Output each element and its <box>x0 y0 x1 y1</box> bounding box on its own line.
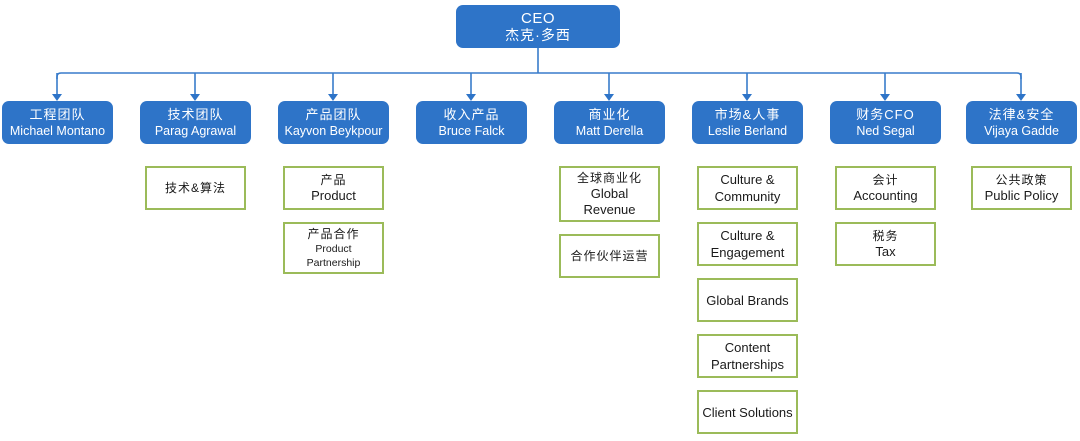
arrow-head-8 <box>1016 94 1026 101</box>
sub-node-accounting[interactable]: 会计 Accounting <box>835 166 936 210</box>
sub-node-global-brands[interactable]: Global Brands <box>697 278 798 322</box>
arrow-head-2 <box>190 94 200 101</box>
ceo-title: CEO <box>520 9 555 27</box>
arrow-head-4 <box>466 94 476 101</box>
dept-title-cn: 收入产品 <box>443 106 500 122</box>
dept-lead-name: Parag Agrawal <box>154 123 237 138</box>
sub-node-label-cn: 公共政策 <box>995 173 1048 187</box>
sub-node-public-policy[interactable]: 公共政策 Public Policy <box>971 166 1072 210</box>
sub-node-label-en: Product <box>311 188 356 203</box>
dept-lead-name: Michael Montano <box>9 123 106 138</box>
sub-node-tax[interactable]: 税务 Tax <box>835 222 936 266</box>
sub-node-label-en: Tax <box>875 244 896 259</box>
node-dept-commercialization[interactable]: 商业化 Matt Derella <box>554 101 665 144</box>
sub-node-label-en: Global Brands <box>706 292 789 308</box>
sub-column-finance: 会计 Accounting 税务 Tax <box>835 166 936 266</box>
arrow-head-1 <box>52 94 62 101</box>
sub-node-label-cn: 产品 <box>320 173 347 187</box>
dept-title-cn: 法律&安全 <box>988 106 1055 122</box>
dept-title-cn: 技术团队 <box>167 106 224 122</box>
sub-node-product[interactable]: 产品 Product <box>283 166 384 210</box>
sub-node-label-en: Public Policy <box>984 188 1059 203</box>
sub-node-label-en: Culture & Community <box>714 172 781 204</box>
sub-node-label-cn: 技术&算法 <box>164 181 226 195</box>
arrow-head-6 <box>742 94 752 101</box>
arrow-head-3 <box>328 94 338 101</box>
dept-lead-name: Leslie Berland <box>707 123 788 138</box>
sub-column-legal: 公共政策 Public Policy <box>971 166 1072 210</box>
dept-lead-name: Matt Derella <box>575 123 644 138</box>
sub-column-product: 产品 Product 产品合作 Product Partnership <box>283 166 384 274</box>
sub-node-partner-operations[interactable]: 合作伙伴运营 <box>559 234 660 278</box>
sub-node-culture-engagement[interactable]: Culture & Engagement <box>697 222 798 266</box>
sub-node-global-revenue[interactable]: 全球商业化 Global Revenue <box>559 166 660 222</box>
node-dept-engineering[interactable]: 工程团队 Michael Montano <box>2 101 113 144</box>
dept-title-cn: 产品团队 <box>305 106 362 122</box>
sub-node-label-cn: 会计 <box>872 173 899 187</box>
node-dept-legal-safety[interactable]: 法律&安全 Vijaya Gadde <box>966 101 1077 144</box>
arrow-head-5 <box>604 94 614 101</box>
dept-title-cn: 商业化 <box>588 106 631 122</box>
node-dept-finance-cfo[interactable]: 财务CFO Ned Segal <box>830 101 941 144</box>
dept-title-cn: 工程团队 <box>29 106 86 122</box>
sub-node-label-cn: 产品合作 <box>307 227 360 241</box>
sub-column-commercialization: 全球商业化 Global Revenue 合作伙伴运营 <box>559 166 660 278</box>
sub-node-label-cn: 合作伙伴运营 <box>570 249 649 263</box>
sub-node-label-cn: 税务 <box>872 229 899 243</box>
node-dept-technology[interactable]: 技术团队 Parag Agrawal <box>140 101 251 144</box>
ceo-name: 杰克·多西 <box>505 26 571 43</box>
sub-node-label-en: Product Partnership <box>306 243 361 269</box>
sub-node-content-partnerships[interactable]: Content Partnerships <box>697 334 798 378</box>
dept-title-cn: 财务CFO <box>856 106 915 122</box>
connector-bus <box>56 72 1022 79</box>
dept-lead-name: Kayvon Beykpour <box>284 123 383 138</box>
sub-column-technology: 技术&算法 <box>145 166 246 210</box>
sub-node-label-en: Global Revenue <box>583 186 636 217</box>
sub-column-marketing-people: Culture & Community Culture & Engagement… <box>697 166 798 434</box>
dept-lead-name: Vijaya Gadde <box>984 123 1059 138</box>
dept-title-cn: 市场&人事 <box>714 106 781 122</box>
sub-node-label-en: Accounting <box>853 188 918 203</box>
node-dept-revenue-product[interactable]: 收入产品 Bruce Falck <box>416 101 527 144</box>
sub-node-product-partnership[interactable]: 产品合作 Product Partnership <box>283 222 384 274</box>
sub-node-label-en: Culture & Engagement <box>710 228 785 260</box>
arrow-head-7 <box>880 94 890 101</box>
sub-node-tech-algorithms[interactable]: 技术&算法 <box>145 166 246 210</box>
node-dept-marketing-people[interactable]: 市场&人事 Leslie Berland <box>692 101 803 144</box>
node-dept-product[interactable]: 产品团队 Kayvon Beykpour <box>278 101 389 144</box>
dept-lead-name: Bruce Falck <box>438 123 505 138</box>
dept-lead-name: Ned Segal <box>856 123 915 138</box>
sub-node-label-cn: 全球商业化 <box>576 171 642 185</box>
sub-node-client-solutions[interactable]: Client Solutions <box>697 390 798 434</box>
sub-node-label-en: Client Solutions <box>702 404 793 420</box>
sub-node-culture-community[interactable]: Culture & Community <box>697 166 798 210</box>
node-ceo[interactable]: CEO 杰克·多西 <box>456 5 620 48</box>
sub-node-label-en: Content Partnerships <box>711 340 784 372</box>
